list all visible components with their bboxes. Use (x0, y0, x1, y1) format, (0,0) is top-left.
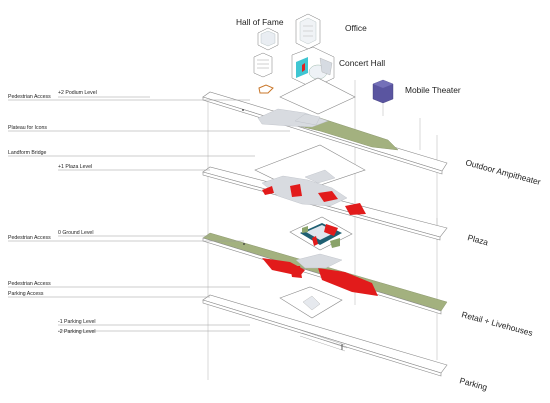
label-pedestrian-access-ground: Pedestrian Access (8, 235, 51, 241)
label-landform-bridge: Landform Bridge (8, 150, 46, 156)
building-mobile-theater (372, 79, 394, 116)
level-and-access-labels: Pedestrian Access +2 Podium Level Platea… (8, 90, 97, 335)
building-office (295, 13, 321, 50)
label-plateau-for-icons: Plateau for Icons (8, 125, 47, 131)
parking-ramp-stripes (299, 329, 348, 352)
label-retail-livehouses: Retail + Livehouses (460, 309, 533, 338)
label-podium-level: +2 Podium Level (58, 90, 97, 96)
leader-lines (8, 96, 290, 332)
label-outdoor-amphitheater: Outdoor Ampitheater (464, 157, 541, 187)
retail-livehouses-object (279, 286, 343, 319)
building-concert-hall (291, 46, 335, 89)
slab-podium-level (202, 91, 448, 175)
label-plaza: Plaza (466, 232, 489, 247)
label-pedestrian-access-top: Pedestrian Access (8, 94, 51, 100)
plateau-for-icons-platform (279, 77, 356, 115)
label-mobile-theater: Mobile Theater (405, 85, 461, 95)
label-hall-of-fame: Hall of Fame (236, 17, 284, 27)
label-parking-level-2: -2 Parking Level (58, 329, 96, 335)
label-ground-level: 0 Ground Level (58, 230, 93, 236)
label-plaza-level: +1 Plaza Level (58, 164, 92, 170)
label-parking: Parking (458, 375, 488, 392)
plaza-center-object (289, 216, 353, 251)
slab-ground-level (202, 232, 448, 315)
label-parking-level-1: -1 Parking Level (58, 319, 96, 325)
label-pedestrian-access-lower: Pedestrian Access (8, 281, 51, 287)
program-labels: Hall of Fame Office Concert Hall Mobile … (236, 17, 542, 392)
label-parking-access: Parking Access (8, 291, 44, 297)
slab-plaza-level (202, 166, 448, 241)
building-hall-of-fame (253, 27, 279, 94)
slab-parking-levels (202, 294, 448, 377)
label-office: Office (345, 23, 367, 33)
label-concert-hall: Concert Hall (339, 58, 385, 68)
